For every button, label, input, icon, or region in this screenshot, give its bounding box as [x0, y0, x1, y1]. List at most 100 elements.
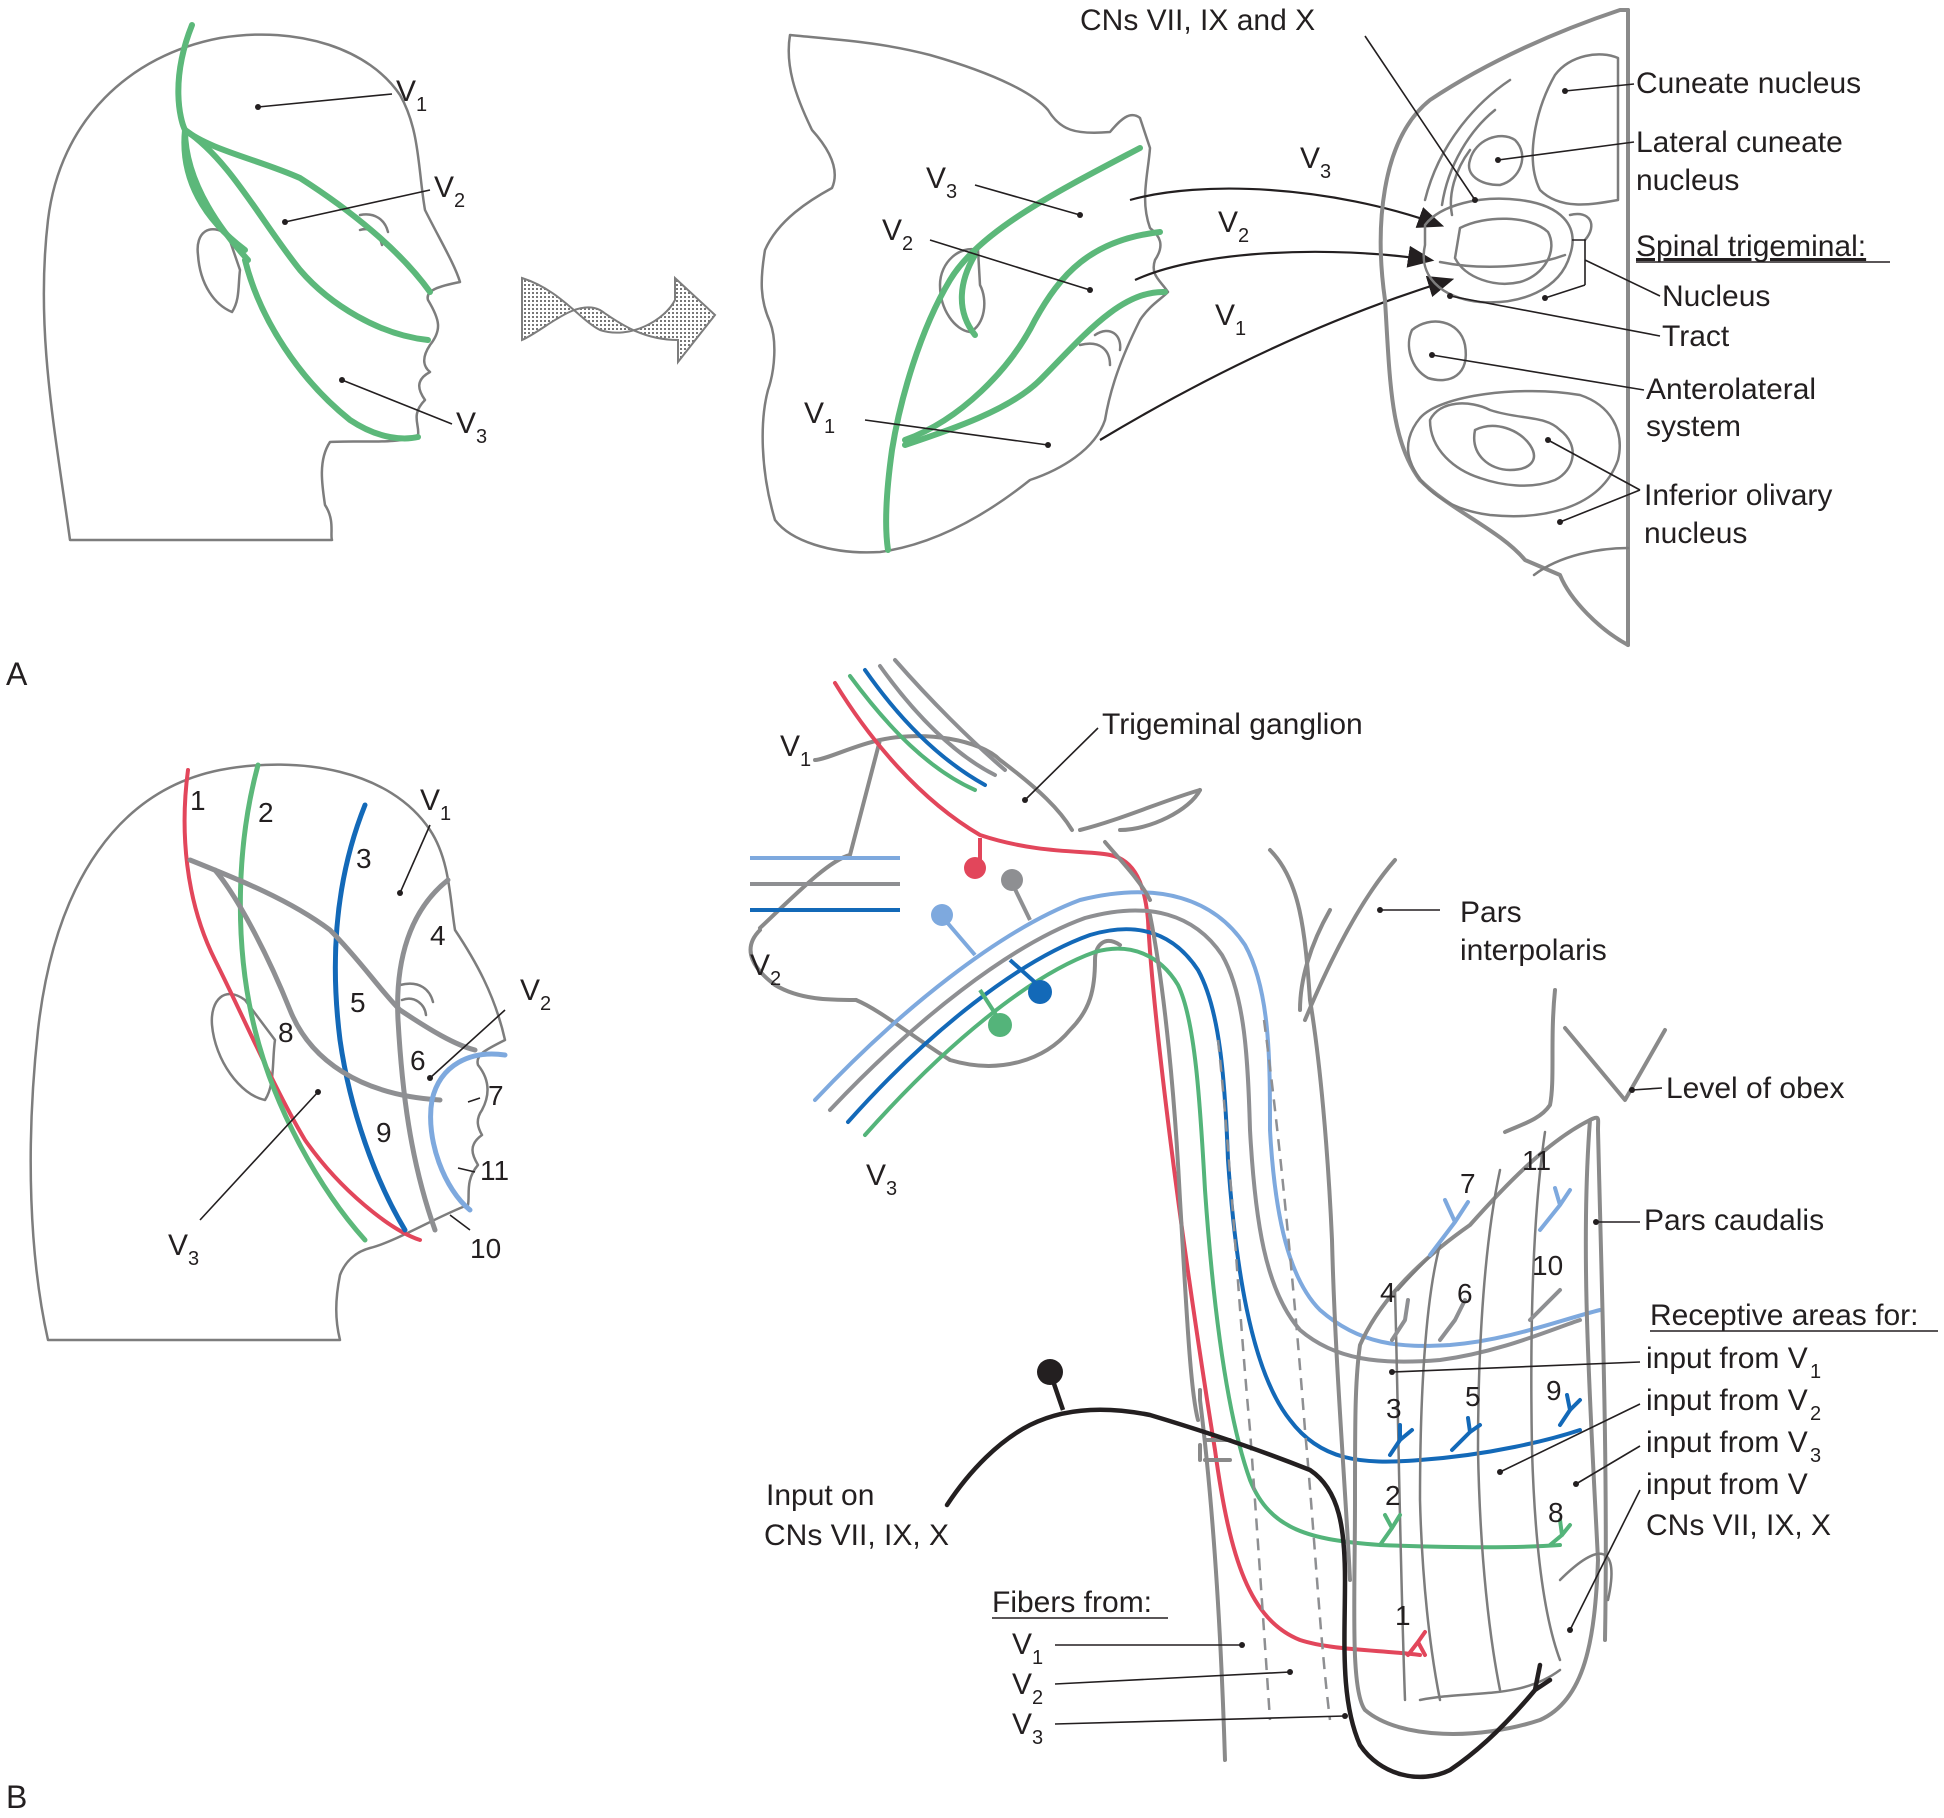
ganglion-cell-gray — [1001, 869, 1023, 891]
ganglion-cell-green — [988, 1013, 1012, 1037]
svg-text:3: 3 — [188, 1248, 199, 1270]
pars-interpolaris-lip — [1298, 908, 1332, 1012]
ganglion-v1-label: V — [780, 730, 800, 763]
svg-text:3: 3 — [476, 426, 487, 448]
face-ear — [938, 247, 986, 334]
ganglion-v2-label: V — [750, 949, 770, 982]
cuneate-label: Cuneate nucleus — [1636, 67, 1861, 100]
nucleus-zone-5: 5 — [1465, 1381, 1481, 1412]
nucleus-zone-8: 8 — [1548, 1497, 1564, 1528]
ganglion-cell-blue — [1028, 980, 1052, 1004]
nucleus-zone-6: 6 — [1457, 1278, 1473, 1309]
pars-interpolaris-label: Pars — [1460, 896, 1522, 929]
pars-caudalis-block — [1352, 1118, 1600, 1736]
lateral-cuneate-label: Lateral cuneate — [1636, 126, 1843, 159]
svg-text:2: 2 — [540, 993, 551, 1015]
terminal-branches — [1378, 1186, 1582, 1657]
ganglion-outline — [758, 734, 1202, 1068]
v2-projection-arrow — [1134, 245, 1435, 281]
svg-text:1: 1 — [1235, 318, 1246, 340]
head-b-line-1 — [182, 768, 422, 1242]
receptive-areas-heading: Receptive areas for: — [1650, 1299, 1918, 1332]
head-b-v3-label: V — [168, 1229, 188, 1262]
panel-b-label: B — [6, 1779, 27, 1815]
nucleus-zone-1: 1 — [1395, 1600, 1411, 1631]
nucleus-zone-3: 3 — [1386, 1393, 1402, 1424]
cn-input-cell — [1037, 1359, 1063, 1385]
tract-label: Tract — [1662, 320, 1730, 353]
receptive-v3-label: input from V — [1646, 1426, 1808, 1459]
fiber-v1-gray-top2 — [893, 658, 1007, 772]
head-b-zone-5: 5 — [350, 987, 366, 1018]
head-b-eye — [398, 982, 435, 1017]
medulla-inner-lines — [1423, 78, 1512, 217]
head-b-zone-7: 7 — [488, 1080, 504, 1111]
fibers-v3-label: V — [1012, 1708, 1032, 1741]
svg-text:2: 2 — [1032, 1687, 1043, 1709]
fibers-from-heading: Fibers from: — [992, 1586, 1152, 1619]
head-a-v2-label: V — [434, 171, 454, 204]
spinal-trigeminal-nucleus-shape — [1453, 217, 1553, 285]
head-a-v1-boundary — [175, 22, 433, 295]
nucleus-zone-2: 2 — [1385, 1480, 1401, 1511]
brainstem-outline-left — [1268, 848, 1352, 1582]
spinal-trigeminal-tract-shape — [1422, 197, 1574, 304]
svg-text:1: 1 — [440, 803, 451, 825]
anterolateral-system-shape — [1407, 320, 1468, 382]
face-v1-boundary — [902, 288, 1168, 448]
arrow-v3-label: V — [1300, 142, 1320, 175]
svg-text:interpolaris: interpolaris — [1460, 934, 1607, 967]
transition-arrow-icon — [521, 275, 717, 365]
svg-text:nucleus: nucleus — [1644, 517, 1747, 550]
svg-text:2: 2 — [1810, 1403, 1821, 1425]
svg-text:1: 1 — [1032, 1647, 1043, 1669]
head-b-zone-6: 6 — [410, 1045, 426, 1076]
svg-text:3: 3 — [946, 181, 957, 203]
head-b-line-6 — [212, 867, 443, 1103]
fiber-gray — [828, 908, 1582, 1364]
receptive-cn-label: input from V — [1646, 1468, 1808, 1501]
face-v1-label: V — [804, 397, 824, 430]
svg-text:nucleus: nucleus — [1636, 164, 1739, 197]
fibers-v1-label: V — [1012, 1628, 1032, 1661]
ganglion-cell-red — [964, 857, 986, 879]
v1-projection-arrow — [1099, 275, 1455, 441]
head-b-v1-label: V — [420, 784, 440, 817]
input-cn-label-2: CNs VII, IX, X — [764, 1519, 949, 1552]
svg-text:CNs VII, IX, X: CNs VII, IX, X — [1646, 1509, 1831, 1542]
receptive-v2-label: input from V — [1646, 1384, 1808, 1417]
nucleus-zone-9: 9 — [1546, 1375, 1562, 1406]
svg-text:3: 3 — [886, 1178, 897, 1200]
svg-text:2: 2 — [770, 968, 781, 990]
head-a-ear — [196, 228, 242, 314]
head-b-line-4 — [395, 877, 451, 1233]
input-cn-label-1: Input on — [766, 1479, 874, 1512]
fibers-v2-label: V — [1012, 1668, 1032, 1701]
nucleus-zone-4: 4 — [1380, 1277, 1396, 1308]
head-a-outline — [42, 33, 462, 542]
receptive-v1-label: input from V — [1646, 1342, 1808, 1375]
face-v3-label: V — [926, 162, 946, 195]
head-b-zone-4: 4 — [430, 920, 446, 951]
svg-text:1: 1 — [824, 416, 835, 438]
svg-text:1: 1 — [1810, 1361, 1821, 1383]
fiber-v1-green-top — [848, 674, 977, 792]
nucleus-label: Nucleus — [1662, 280, 1770, 313]
head-b-line-7 — [428, 1051, 508, 1213]
olivary-label: Inferior olivary — [1644, 479, 1832, 512]
head-b-zone-8: 8 — [278, 1017, 294, 1048]
svg-text:2: 2 — [902, 233, 913, 255]
svg-text:system: system — [1646, 410, 1741, 443]
trigeminal-ganglion — [748, 734, 1202, 1068]
head-b-v2-label: V — [520, 974, 540, 1007]
head-a-v2-boundary — [182, 127, 431, 343]
obex-v — [1563, 1026, 1667, 1102]
spinal-trigeminal-heading: Spinal trigeminal: — [1636, 230, 1866, 263]
head-b-zone-9: 9 — [376, 1117, 392, 1148]
arrow-v2-label: V — [1218, 206, 1238, 239]
face-outline — [760, 33, 1170, 554]
head-b-zone-11: 11 — [480, 1155, 509, 1186]
nucleus-zone-10: 10 — [1532, 1250, 1563, 1281]
svg-text:3: 3 — [1032, 1727, 1043, 1749]
